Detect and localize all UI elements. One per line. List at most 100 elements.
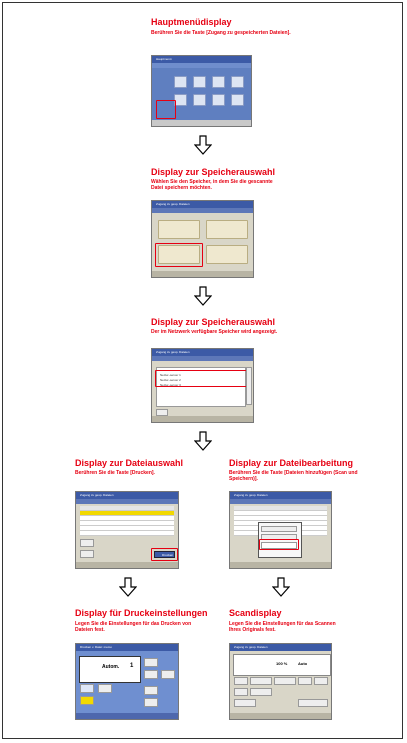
screen-subheader [152,63,251,68]
step-title-storage-select-1: Display zur Speicherauswahl [151,167,276,177]
screen-status-bar [152,271,253,277]
menu-tile [193,76,206,88]
down-arrow-icon [272,577,290,597]
screen-subheader [152,208,253,213]
screen-header: Zugang zu gesp. Dateien [152,349,253,356]
highlight-server-list [155,370,247,387]
scan-option-button [234,699,256,707]
print-button: Drucken [154,551,175,558]
toolbar-button [80,539,94,547]
highlight-network-storage [155,243,203,267]
settings-panel: Autom. 1 [79,656,141,683]
screen-status-bar [230,562,331,568]
file-row [80,526,174,531]
screen-status-bar [230,713,331,719]
screen-header: Zugang zu gesp. Dateien [152,201,253,208]
server-item: Netzw.-server 2 [160,378,181,382]
screenshot-file-select: Zugang zu gesp. Dateien Drucken [75,491,179,569]
screen-header: Zugang zu gesp. Dateien [230,644,331,651]
storage-tile [206,245,248,264]
server-list: Netzw.-server 1 Netzw.-server 2 Netzw.-s… [156,367,246,407]
screen-status-bar [76,562,178,568]
screen-header-label: Hauptmenü [156,57,172,61]
menu-tile [212,94,225,106]
setting-button [144,670,158,679]
screenshot-network-storage: Zugang zu gesp. Dateien Netzw.-server 1 … [151,348,254,423]
step-title-file-select: Display zur Dateiauswahl [75,458,184,468]
scroll-button [246,367,252,405]
file-row [80,516,174,521]
screenshot-main-menu: Hauptmenü [151,55,252,127]
step-title-main-menu: Hauptmenüdisplay [151,17,232,27]
step-desc-file-edit: Berühren Sie die Taste [Dateien hinzufüg… [229,470,358,482]
scan-option-button [234,677,248,685]
screen-header-label: Drucken v. Datei: memo [80,645,112,649]
scan-option-button [250,688,272,696]
file-row [80,506,174,511]
add-files-button [261,542,297,549]
zoom-value: 100 % [276,661,288,666]
scan-option-button [314,677,328,685]
file-row [234,511,327,516]
paper-auto-label: Autom. [102,664,120,670]
step-desc-storage-select-1: Wählen Sie den Speicher, in dem Sie die … [151,179,273,191]
screen-header: Hauptmenü [152,56,251,63]
screen-header-label: Zugang zu gesp. Dateien [80,493,114,497]
setting-button [144,686,158,695]
screen-header: Zugang zu gesp. Dateien [230,492,331,499]
file-row-selected [80,511,174,516]
server-item: Netzw.-server 1 [160,373,181,377]
scan-option-button [234,688,248,696]
storage-tile [206,220,248,239]
down-arrow-icon [119,577,137,597]
menu-tile [212,76,225,88]
setting-button [144,698,158,707]
screen-subheader [230,499,331,504]
file-row [80,531,174,536]
step-title-storage-select-2: Display zur Speicherauswahl [151,317,276,327]
down-arrow-icon [194,286,212,306]
menu-tile [174,76,187,88]
highlight-access-stored-files [156,100,176,119]
screen-header-label: Zugang zu gesp. Dateien [156,202,190,206]
scan-option-button [298,677,312,685]
screen-header-label: Zugang zu gesp. Dateien [156,350,190,354]
file-row [234,506,327,511]
storage-tile [158,220,200,239]
resolution-mode: Auto [298,661,308,666]
setting-button [80,696,94,705]
screenshot-scan: Zugang zu gesp. Dateien 100 % Auto [229,643,332,720]
screen-subheader [76,499,178,504]
highlight-print-button [151,548,178,561]
setting-button [98,684,112,693]
storage-tile [158,245,200,264]
file-row [80,521,174,526]
step-desc-file-select: Berühren Sie die Taste [Drucken]. [75,470,155,476]
scan-option-button [274,677,296,685]
screen-subheader [152,356,253,361]
down-arrow-icon [194,135,212,155]
screenshot-storage-select: Zugang zu gesp. Dateien [151,200,254,278]
step-title-print-settings: Display für Druckeinstellungen [75,608,208,618]
screen-status-bar [76,713,178,719]
scan-option-button [250,677,272,685]
screen-status-bar [152,120,251,126]
server-item: Netzw.-server 3 [160,383,181,387]
screenshot-file-edit: Zugang zu gesp. Dateien [229,491,332,569]
step-title-file-edit: Display zur Dateibearbeitung [229,458,354,468]
down-arrow-icon [194,431,212,451]
scan-settings-panel: 100 % Auto [233,654,331,676]
screen-status-bar [152,416,253,422]
menu-tile [231,76,244,88]
setting-button [161,670,175,679]
step-desc-print-settings: Legen Sie die Einstellungen für das Druc… [75,621,192,633]
screenshot-print-settings: Drucken v. Datei: memo Autom. 1 [75,643,179,720]
step-title-scan: Scandisplay [229,608,282,618]
popup-menu [258,522,302,558]
highlight-add-files [259,539,299,550]
setting-button [144,658,158,667]
back-button [156,409,168,416]
popup-menu-item [261,526,297,532]
menu-tile [231,94,244,106]
copy-count: 1 [130,663,134,669]
